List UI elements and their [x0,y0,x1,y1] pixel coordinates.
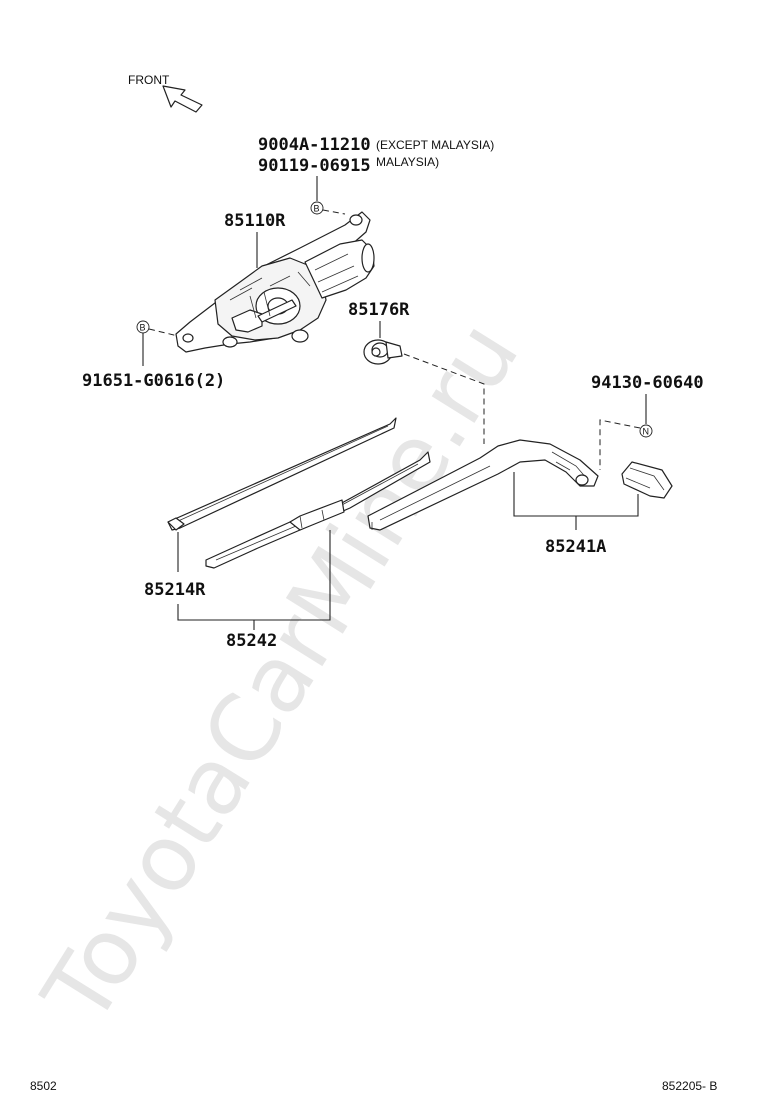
note-except-malaysia: (EXCEPT MALAYSIA) [376,138,494,152]
label-85176r[interactable]: 85176R [348,300,410,320]
wiper-arm-85241a [367,439,599,531]
ref-mark-b-left: B [136,320,150,334]
label-85242[interactable]: 85242 [226,631,277,651]
grommet-85176r [363,339,403,365]
watermark: ToyotaCarMine.ru [22,303,539,1042]
front-label: FRONT [128,73,170,87]
footer-figure-code: 852205- B [662,1079,717,1093]
wiper-motor-85110r [175,211,375,353]
footer-page-code: 8502 [30,1079,57,1093]
label-90119-06915[interactable]: 90119-06915 [258,156,371,176]
label-91651-g0616[interactable]: 91651-G0616(2) [82,371,225,391]
ref-mark-b-top: B [310,201,324,215]
arm-cap [621,461,673,499]
label-85241a[interactable]: 85241A [545,537,606,557]
label-85214r[interactable]: 85214R [144,580,206,600]
label-85110r[interactable]: 85110R [224,211,286,231]
blade-refill-85214r [167,417,397,531]
svg-text:B: B [314,204,320,214]
label-9004a-11210[interactable]: 9004A-11210 [258,135,371,155]
wiper-blade-85242 [205,451,431,569]
front-arrow-icon [162,85,203,113]
svg-text:B: B [140,323,146,333]
svg-text:N: N [643,427,650,437]
ref-mark-n: N [639,424,653,438]
note-malaysia: MALAYSIA) [376,155,439,169]
label-94130-60640[interactable]: 94130-60640 [591,373,704,393]
